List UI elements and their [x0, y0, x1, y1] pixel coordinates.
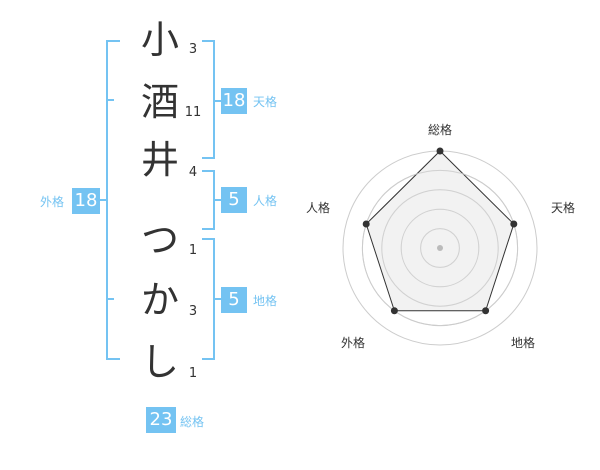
radar-label-gaikaku: 外格: [340, 336, 365, 350]
name-char-2: 酒: [140, 80, 179, 124]
radar-label-chikaku: 地格: [510, 336, 535, 350]
radar-point-2: [510, 220, 518, 228]
gaikaku-value: 18: [72, 188, 100, 214]
radar-point-3: [482, 307, 490, 315]
stroke-count-6: 1: [188, 366, 198, 381]
soukaku-value: 23: [146, 407, 176, 433]
name-char-1: 小: [140, 18, 179, 62]
stroke-count-1: 3: [188, 42, 198, 57]
jinkaku-value: 5: [221, 187, 247, 213]
radar-center-dot: [437, 245, 443, 251]
radar-grid-ring-inner: [381, 189, 499, 307]
radar-grid-ring-inner: [420, 228, 460, 268]
radar-grid-ring-inner: [400, 208, 480, 288]
soukaku-label: 総格: [180, 415, 205, 429]
radar-point-4: [390, 307, 398, 315]
tenkaku-value: 18: [221, 88, 247, 114]
name-char-3: 井: [140, 138, 179, 182]
stroke-count-2: 11: [184, 105, 202, 120]
jinkaku-label: 人格: [253, 194, 278, 208]
name-char-5: か: [140, 278, 179, 322]
radar-point-1: [436, 147, 444, 155]
gaikaku-label: 外格: [40, 195, 65, 209]
radar-label-soukaku: 総格: [427, 123, 452, 137]
radar-grid-ring-inner: [361, 169, 519, 327]
name-char-6: し: [140, 340, 179, 384]
chikaku-value: 5: [221, 287, 247, 313]
stroke-count-4: 1: [188, 243, 198, 258]
radar-data-polygon: [365, 150, 515, 312]
radar-label-jinkaku: 人格: [305, 201, 330, 215]
radar-label-tenkaku: 天格: [550, 201, 575, 215]
stroke-count-5: 3: [188, 304, 198, 319]
chikaku-label: 地格: [253, 294, 278, 308]
tenkaku-label: 天格: [253, 95, 278, 109]
name-char-4: つ: [140, 218, 179, 262]
stroke-count-3: 4: [188, 165, 198, 180]
radar-point-5: [362, 220, 370, 228]
